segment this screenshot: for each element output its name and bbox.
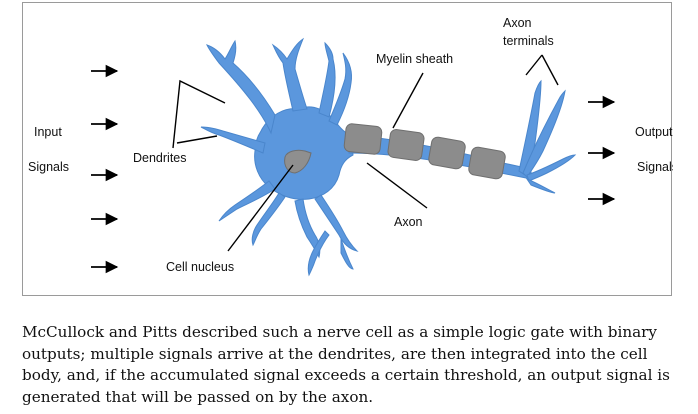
myelin-segment (387, 129, 425, 161)
callout-lines (172, 54, 559, 252)
neuron-diagram: Input Signals Output Signals Dendrites M… (28, 16, 673, 277)
dendrites-callout (176, 135, 218, 144)
dendrite (218, 180, 276, 222)
neuron-figure: Input Signals Output Signals Dendrites M… (22, 2, 673, 296)
dendrite (318, 41, 336, 118)
input-label: Input (34, 125, 62, 139)
dendrite (294, 198, 321, 259)
cell-nucleus-label: Cell nucleus (166, 260, 234, 274)
dendrites-label: Dendrites (133, 151, 187, 165)
input-arrows (91, 64, 119, 274)
dendrites-callout (172, 79, 226, 149)
axon-label: Axon (394, 215, 423, 229)
dendrite (271, 37, 308, 112)
dendrite (200, 126, 266, 154)
dendrite (251, 192, 286, 247)
input-signals-label: Signals (28, 160, 69, 174)
dendrite (206, 39, 276, 135)
dendrite (307, 230, 330, 277)
axon-terminals-callout (541, 54, 559, 86)
myelin-sheath (343, 123, 506, 180)
axon-terminal (525, 177, 556, 194)
axon-terminals-callout (525, 54, 543, 76)
myelin-sheath-label: Myelin sheath (376, 52, 453, 66)
dendrite (328, 52, 352, 126)
myelin-segment (468, 146, 506, 180)
figure-caption: McCullock and Pitts described such a ner… (22, 323, 670, 406)
axon-callout (366, 162, 428, 209)
output-label: Output (635, 125, 673, 139)
dendrite (314, 194, 359, 252)
nucleus-callout (227, 164, 294, 252)
neuron (200, 37, 577, 277)
axon-terminals-label-line1: Axon (503, 16, 532, 30)
myelin-segment (343, 123, 383, 155)
myelin-segment (428, 136, 466, 170)
axon-terminals-label-line2: terminals (503, 34, 554, 48)
myelin-callout (392, 72, 424, 129)
axon-terminal (526, 154, 577, 182)
axon-terminal (522, 89, 566, 178)
dendrite (340, 238, 354, 270)
output-signals-label: Signals (637, 160, 673, 174)
output-arrows (588, 95, 616, 206)
